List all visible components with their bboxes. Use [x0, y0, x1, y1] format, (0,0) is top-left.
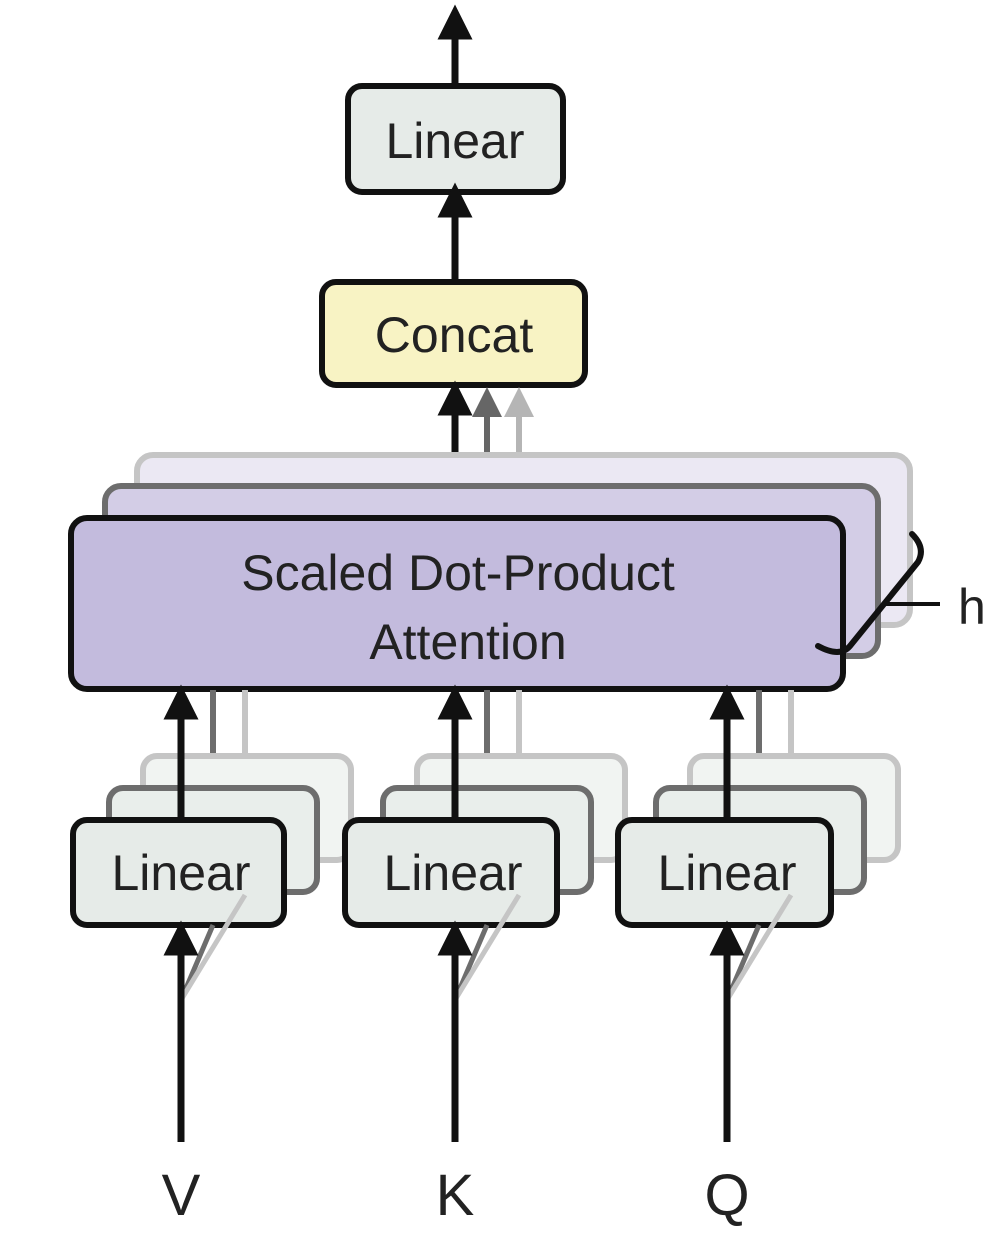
input-v-label: V — [162, 1163, 201, 1228]
concat-label: Concat — [375, 307, 534, 363]
attention-label-line2: Attention — [369, 614, 566, 670]
linear-k-stack: Linear — [342, 690, 628, 928]
top-linear-block: Linear — [345, 83, 566, 195]
concat-block: Concat — [319, 279, 588, 388]
heads-label: h — [958, 579, 986, 635]
linear-v-label: Linear — [112, 845, 251, 901]
linear-q-label: Linear — [658, 845, 797, 901]
top-linear-label: Linear — [386, 113, 525, 169]
input-k-label: K — [436, 1163, 475, 1228]
input-fan-lines — [178, 893, 794, 1002]
linear-v-stack: Linear — [70, 690, 354, 928]
input-q-label: Q — [704, 1163, 749, 1228]
attention-label-line1: Scaled Dot-Product — [241, 545, 675, 601]
linear-q-stack: Linear — [615, 690, 901, 928]
linear-k-label: Linear — [384, 845, 523, 901]
attention-head-front: Scaled Dot-Product Attention — [68, 515, 846, 692]
